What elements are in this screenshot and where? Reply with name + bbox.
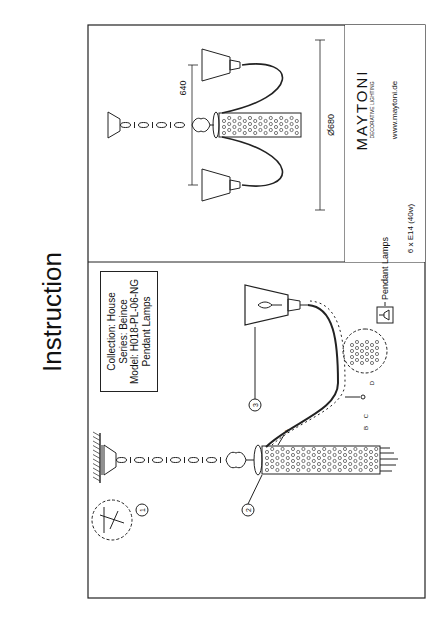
node-text: www.maytoni.de [390, 81, 399, 139]
arm [266, 301, 365, 447]
node-text: Model: H018-PL-06-NG [129, 279, 141, 384]
lamp-shade [245, 285, 308, 325]
lamp-body [254, 445, 398, 475]
dimension: Ø680 [327, 112, 336, 138]
lamp-body [213, 112, 301, 138]
node-text: Pendant Lamps [141, 296, 153, 366]
part-letter: B [363, 426, 369, 430]
ornament-ring [226, 452, 254, 467]
brand-cell: MAYTONIDECORATIVE LIGHTING www.maytoni.de [345, 25, 425, 195]
dimension: 640 [179, 78, 188, 97]
callout-number: 1 [139, 508, 146, 512]
frame [88, 25, 425, 598]
chain [121, 122, 185, 128]
ornament-ring [192, 118, 214, 132]
page-title: Instruction [39, 252, 65, 372]
callout-number: 3 [252, 403, 259, 407]
arm [222, 64, 282, 186]
ceiling-mount [93, 432, 116, 483]
callout-number: 2 [245, 508, 252, 512]
node-text: MAYTONI [353, 70, 370, 151]
node-text: Collection: House [106, 292, 118, 370]
node-text: 6 x E14 (40w) [406, 204, 415, 253]
part-letter: A [284, 429, 290, 433]
node-text: Series: Beince [118, 299, 130, 363]
part-letter: D [369, 381, 375, 385]
lamp-shade [202, 49, 240, 201]
legend-note: Pendant Lamps [381, 237, 390, 300]
info-box: Collection: HouseSeries: BeinceModel: H0… [100, 271, 158, 392]
callout-leaders [136, 327, 284, 516]
pendant-icon [377, 302, 393, 323]
part-letter: C [363, 414, 369, 418]
node-text: DECORATIVE LIGHTING [370, 81, 376, 138]
dimension-line [188, 40, 325, 210]
chain [117, 457, 221, 463]
ceiling-mount [108, 112, 120, 138]
